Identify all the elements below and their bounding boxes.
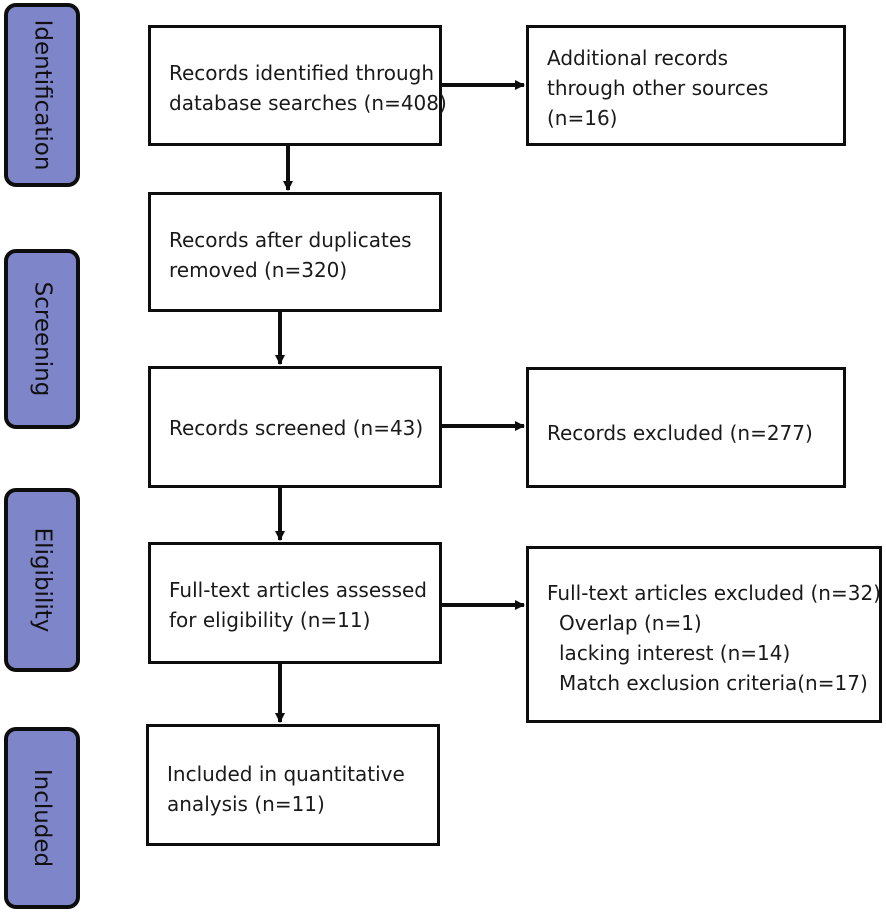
box-text-line: analysis (n=11) bbox=[167, 792, 325, 816]
box-text-line: Full-text articles assessed bbox=[169, 578, 427, 602]
box-text-line: Full-text articles excluded (n=32) bbox=[547, 581, 881, 605]
stage-included: Included bbox=[4, 727, 80, 909]
box-text-line: Included in quantitative bbox=[167, 762, 405, 786]
box-fulltext-excluded: Full-text articles excluded (n=32) Overl… bbox=[526, 546, 882, 723]
box-text-line: removed (n=320) bbox=[169, 258, 348, 282]
box-text-line: database searches (n=408) bbox=[169, 91, 447, 115]
box-text-line: Records screened (n=43) bbox=[169, 416, 424, 440]
stage-eligibility: Eligibility bbox=[4, 488, 80, 672]
box-records-screened: Records screened (n=43) bbox=[148, 366, 442, 488]
box-text-line: Additional records bbox=[547, 46, 729, 70]
stage-identification: Identification bbox=[4, 3, 80, 187]
box-text-line: Records after duplicates bbox=[169, 228, 412, 252]
box-records-identified: Records identified through database sear… bbox=[148, 25, 447, 146]
box-text-line: Records identified through bbox=[169, 61, 435, 85]
box-text-line: Overlap (n=1) bbox=[559, 611, 702, 635]
box-text-line: for eligibility (n=11) bbox=[169, 608, 371, 632]
box-text-line: Match exclusion criteria(n=17) bbox=[559, 671, 868, 695]
box-text-line: (n=16) bbox=[547, 106, 618, 130]
box-text-line: lacking interest (n=14) bbox=[559, 641, 791, 665]
box-additional-records: Additional records through other sources… bbox=[526, 25, 846, 146]
box-fulltext-assessed: Full-text articles assessed for eligibil… bbox=[148, 542, 442, 664]
box-after-duplicates: Records after duplicates removed (n=320) bbox=[148, 192, 442, 312]
box-records-excluded: Records excluded (n=277) bbox=[526, 367, 846, 488]
stage-screening: Screening bbox=[4, 249, 80, 429]
box-included: Included in quantitative analysis (n=11) bbox=[146, 724, 440, 846]
box-text-line: through other sources bbox=[547, 76, 769, 100]
box-text-line: Records excluded (n=277) bbox=[547, 421, 813, 445]
